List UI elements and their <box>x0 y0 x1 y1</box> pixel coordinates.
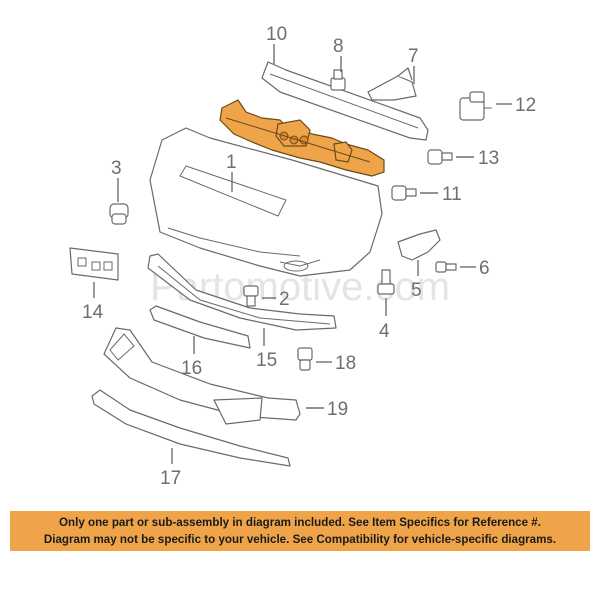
callout-7: 7 <box>408 46 419 67</box>
part-19-lower-valance <box>103 327 301 425</box>
part-16-lower-strip <box>149 305 251 349</box>
part-2-clip <box>243 285 259 307</box>
part-11-bolt <box>391 185 417 201</box>
part-17-lower-spoiler <box>91 389 291 467</box>
callout-17: 17 <box>160 468 181 489</box>
callout-16: 16 <box>181 358 202 379</box>
callout-10: 10 <box>266 24 287 45</box>
part-13-bolt <box>427 149 453 165</box>
part-1-bumper-cover <box>149 127 383 277</box>
disclaimer-line-2: Diagram may not be specific to your vehi… <box>43 533 557 546</box>
part-18-clip <box>297 347 313 371</box>
callout-1: 1 <box>226 152 237 173</box>
callout-11: 11 <box>442 184 462 205</box>
part-6-screw <box>435 261 457 273</box>
part-5-bracket <box>397 229 441 261</box>
part-9-energy-absorber <box>219 99 385 177</box>
callout-14: 14 <box>82 302 104 323</box>
callout-13: 13 <box>478 148 499 169</box>
callout-12: 12 <box>515 95 536 116</box>
callout-3: 3 <box>111 158 122 179</box>
part-8-bolt <box>330 69 346 91</box>
callout-6: 6 <box>479 258 490 279</box>
callout-4: 4 <box>379 321 390 342</box>
part-4-clip <box>377 269 395 295</box>
callout-15: 15 <box>256 350 277 371</box>
callout-8: 8 <box>333 36 344 57</box>
callout-18: 18 <box>335 353 356 374</box>
part-15-lower-grille <box>147 253 337 331</box>
disclaimer-line-1: Only one part or sub-assembly in diagram… <box>59 516 541 529</box>
callout-19: 19 <box>327 399 348 420</box>
part-14-license-bracket <box>69 247 119 281</box>
callout-5: 5 <box>411 280 422 301</box>
part-3-clip <box>109 203 129 225</box>
disclaimer-banner: Only one part or sub-assembly in diagram… <box>10 511 590 551</box>
callout-2: 2 <box>279 289 290 310</box>
part-7-bracket <box>367 67 417 101</box>
part-12-sensor <box>459 91 492 121</box>
